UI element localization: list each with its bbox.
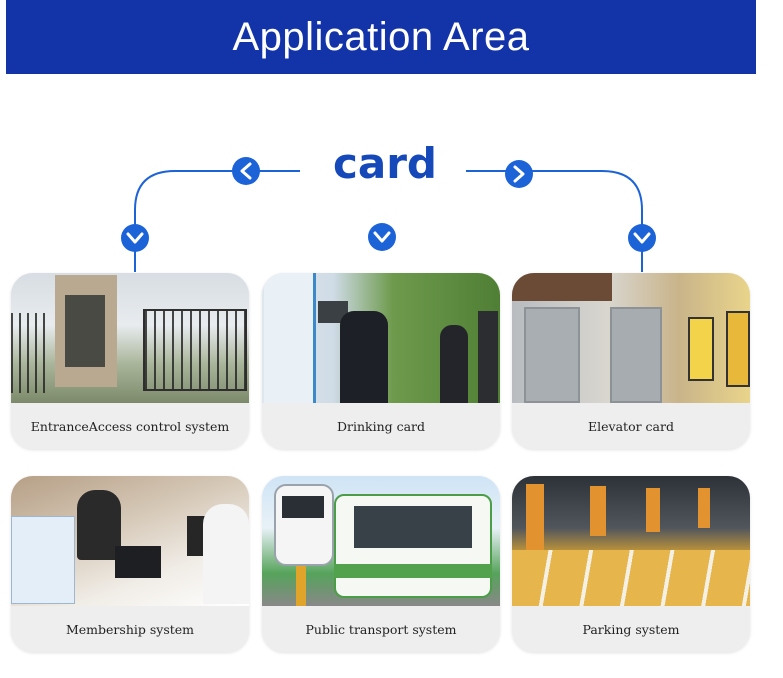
hub-label: card: [332, 139, 437, 188]
tile-drinking-card: Drinking card: [262, 273, 500, 449]
tile-caption: EntranceAccess control system: [30, 418, 230, 434]
tile-entrance-access: EntranceAccess control system: [11, 273, 249, 449]
elevator-lobby-image: [512, 273, 750, 403]
water-vending-image: [262, 273, 500, 403]
tile-caption: Drinking card: [336, 418, 426, 434]
caption-band: Membership system: [11, 606, 249, 652]
entrance-gate-image: [11, 273, 249, 403]
connector-right: [466, 170, 643, 272]
caption-band: EntranceAccess control system: [11, 403, 249, 449]
tile-parking-system: Parking system: [512, 476, 750, 652]
caption-band: Public transport system: [262, 606, 500, 652]
arrow-down-icon-right: [628, 224, 656, 252]
caption-band: Elevator card: [512, 403, 750, 449]
caption-band: Drinking card: [262, 403, 500, 449]
tile-public-transport: Public transport system: [262, 476, 500, 652]
arrow-left-icon: [232, 157, 260, 185]
tile-elevator-card: Elevator card: [512, 273, 750, 449]
bus-reader-image: [262, 476, 500, 606]
parking-garage-image: [512, 476, 750, 606]
tile-membership-system: Membership system: [11, 476, 249, 652]
connector-left: [134, 170, 300, 272]
tile-caption: Parking system: [582, 621, 680, 637]
page-title: Application Area: [232, 14, 530, 59]
tile-caption: Membership system: [65, 621, 195, 637]
membership-counter-image: [11, 476, 249, 606]
tile-caption: Elevator card: [588, 418, 674, 434]
caption-band: Parking system: [512, 606, 750, 652]
tile-caption: Public transport system: [305, 621, 457, 637]
arrow-down-icon-left: [121, 224, 149, 252]
arrow-down-icon-center: [368, 223, 396, 251]
header-banner: Application Area: [6, 0, 756, 74]
arrow-right-icon: [505, 160, 533, 188]
